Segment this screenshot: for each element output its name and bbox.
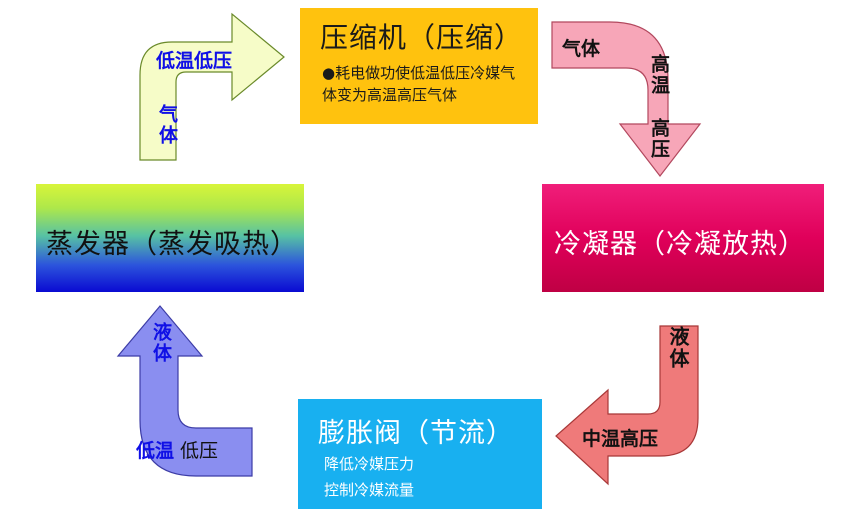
- comp-cond-label-b: 高温: [648, 54, 670, 96]
- cond-valve-label-top: 液体: [666, 326, 690, 370]
- evap-comp-label-side: 气体: [156, 104, 178, 146]
- evap-comp-label-top: 低温低压: [156, 50, 233, 72]
- condenser-title: 冷凝器（冷凝放热）: [554, 229, 806, 260]
- evaporator-title: 蒸发器（蒸发吸热）: [46, 229, 298, 260]
- cond-valve-label-bottom: 中温高压: [582, 428, 659, 450]
- valve-line-2: 控制冷媒流量: [324, 481, 415, 499]
- compressor-description: ●耗电做功使低温低压冷媒气体变为高温高压气体: [322, 64, 516, 104]
- valve-evap-label-top: 液体: [150, 322, 172, 364]
- comp-cond-label-a: 气体: [562, 38, 601, 60]
- compressor-title: 压缩机（压缩）: [320, 21, 524, 54]
- compressor-box: 压缩机（压缩） ●耗电做功使低温低压冷媒气体变为高温高压气体: [300, 8, 538, 124]
- arrow-valve-to-evaporator: [116, 305, 253, 477]
- comp-cond-label-c: 高压: [648, 118, 670, 160]
- arrow-evaporator-to-compressor: [139, 12, 285, 161]
- valve-evap-label-bottom-a: 低温: [136, 440, 175, 462]
- arrow-condenser-to-valve: [555, 325, 699, 486]
- arrow-compressor-to-condenser: [551, 21, 702, 177]
- expansion-valve-box: 膨胀阀（节流） 降低冷媒压力 控制冷媒流量: [298, 399, 542, 509]
- valve-title: 膨胀阀（节流）: [318, 418, 514, 449]
- valve-line-1: 降低冷媒压力: [324, 455, 415, 473]
- valve-evap-label-bottom-b: 低压: [180, 440, 219, 462]
- condenser-box: 冷凝器（冷凝放热）: [542, 184, 824, 292]
- evaporator-box: 蒸发器（蒸发吸热）: [36, 184, 304, 292]
